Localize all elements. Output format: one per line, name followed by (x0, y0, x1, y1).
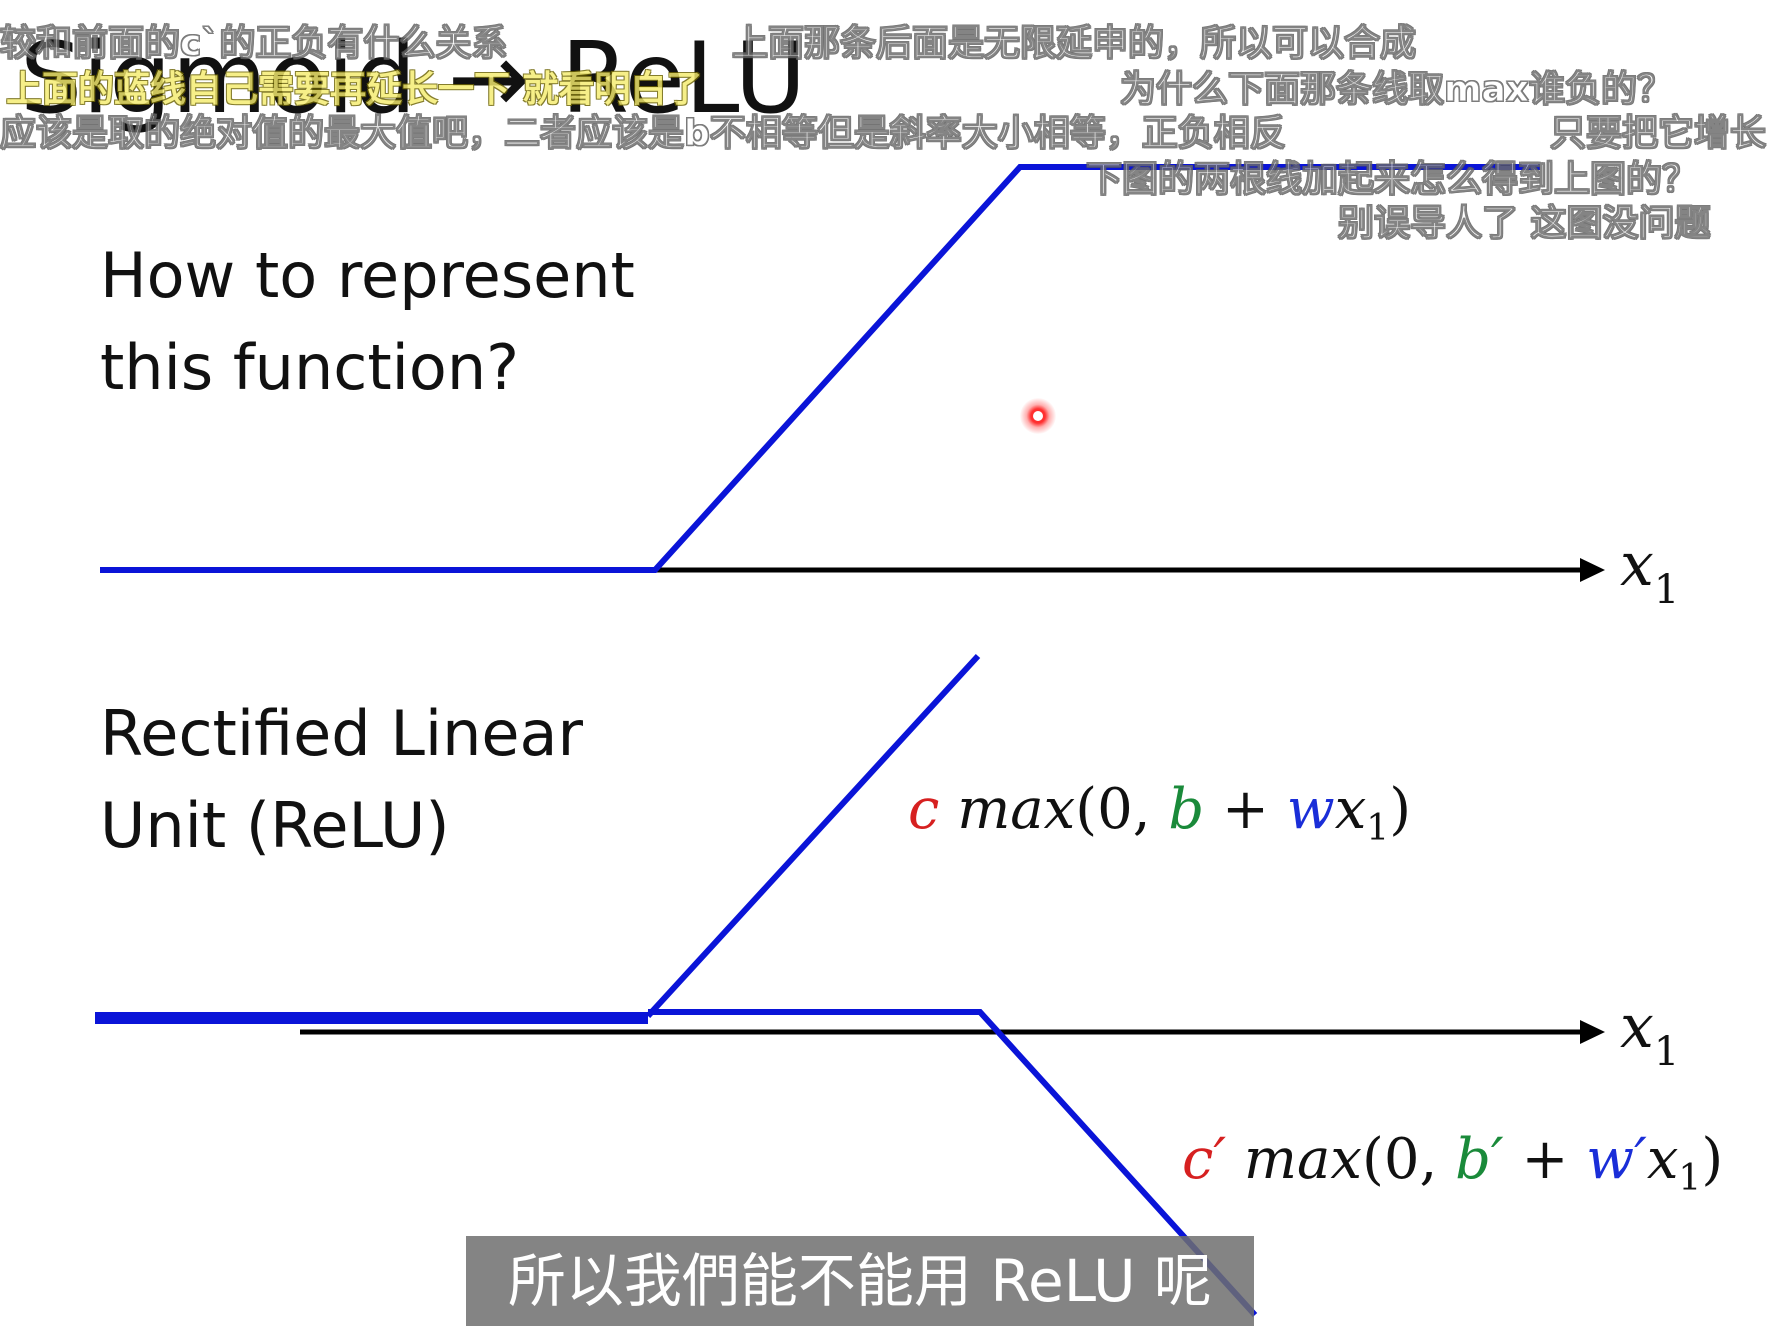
formula2-c: c′ (1182, 1127, 1227, 1192)
relu-line-1: Rectified Linear (100, 697, 584, 770)
laser-pointer-icon (1020, 398, 1056, 434)
relu-formula-2: c′ max(0, b′ + w′x1) (1182, 1132, 1723, 1197)
bottom-axis-sub: 1 (1653, 1029, 1680, 1075)
formula2-open: (0, (1361, 1127, 1438, 1192)
relu-curve-2 (648, 1009, 1258, 1318)
formula1-c: c (908, 777, 940, 842)
formula1-x: x (1334, 777, 1367, 842)
formula2-b: b′ (1455, 1127, 1504, 1192)
relu-line-2: Unit (ReLU) (100, 789, 450, 862)
danmaku-comment: 较和前面的c`的正负有什么关系 (0, 23, 508, 65)
formula2-plus: + (1521, 1127, 1569, 1192)
formula2-x: x (1646, 1127, 1679, 1192)
formula1-open: (0, (1075, 777, 1151, 842)
subtitle-bar: 所以我們能不能用 ReLU 呢 (466, 1236, 1254, 1326)
danmaku-comment: 下图的两根线加起来怎么得到上图的？ (1085, 159, 1699, 201)
formula2-w: w′ (1586, 1127, 1647, 1192)
hard-sigmoid-curve (100, 164, 1540, 573)
formula2-sub: 1 (1678, 1158, 1702, 1199)
bottom-axis-label: x1 (1620, 992, 1679, 1075)
formula1-w: w (1286, 777, 1335, 842)
danmaku-comment: 只要把它增长 (1549, 113, 1767, 155)
danmaku-comment: 上面那条后面是无限延申的，所以可以合成 (731, 23, 1417, 65)
danmaku-comment: 应该是取的绝对值的最大值吧，二者应该是b不相等但是斜率大小相等，正负相反 (0, 113, 1286, 155)
question-line-2: this function? (100, 331, 520, 404)
formula2-close: ) (1701, 1127, 1724, 1192)
slide-title: Sigmoid → ReLU (20, 22, 807, 136)
formula1-plus: + (1222, 777, 1269, 842)
relu-curve-1 (645, 653, 981, 1019)
danmaku-comment: 为什么下面那条线取max谁负的？ (1119, 69, 1674, 111)
bottom-x-axis-arrow (1580, 1020, 1605, 1044)
bottom-axis-var: x (1620, 992, 1654, 1062)
top-axis-var: x (1620, 530, 1654, 600)
formula2-max: max (1243, 1127, 1362, 1192)
danmaku-comment: 上面的蓝线自己需要再延长一下 就看明白了 (6, 69, 703, 110)
relu-definition: Rectified Linear Unit (ReLU) (100, 688, 583, 872)
formula1-b: b (1168, 777, 1205, 842)
top-axis-label: x1 (1620, 530, 1679, 613)
formula1-max: max (957, 777, 1076, 842)
question-text: How to represent this function? (100, 230, 635, 414)
question-line-1: How to represent (100, 239, 635, 312)
top-axis-sub: 1 (1653, 567, 1680, 613)
top-x-axis-arrow (1580, 558, 1605, 582)
formula1-sub: 1 (1366, 808, 1390, 849)
relu-formula-1: c max(0, b + wx1) (908, 782, 1411, 847)
formula1-close: ) (1389, 777, 1412, 842)
subtitle-text: 所以我們能不能用 ReLU 呢 (507, 1247, 1213, 1315)
danmaku-comment: 别误导人了 这图没问题 (1338, 203, 1712, 245)
